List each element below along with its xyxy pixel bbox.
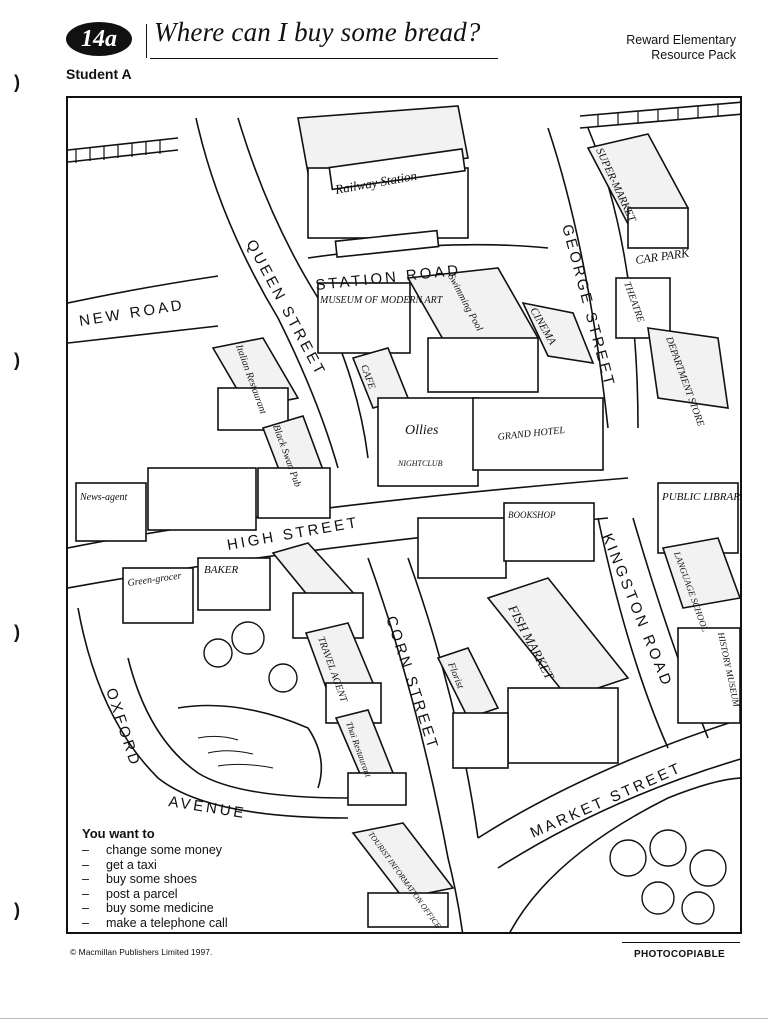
place-ollies: Ollies [405,423,439,438]
punch-hole-mark: ) [14,622,20,642]
place-newsagent: News-agent [79,492,127,503]
street-oxford: OXFORD [102,686,144,769]
worksheet-title: Where can I buy some bread? [154,17,481,47]
task-item: –make a telephone call [82,915,228,930]
place-public-library: PUBLIC LIBRARY [661,491,742,503]
task-list: You want to –change some money –get a ta… [82,826,322,931]
place-museum-modern-art: MUSEUM OF MODERN ART [319,295,444,306]
punch-hole-mark: ) [14,900,20,920]
punch-hole-mark: ) [14,72,20,92]
town-map-drawing: NEW ROAD QUEEN STREET STATION ROAD GEORG… [68,101,742,932]
map-buildings [75,105,740,928]
railway-track [68,101,740,163]
copyright-notice: © Macmillan Publishers Limited 1997. [70,947,213,957]
page-edge-line [0,1018,768,1019]
publisher-line-1: Reward Elementary [626,33,736,47]
street-new-road: NEW ROAD [78,296,186,329]
title-underline [150,58,498,59]
street-avenue: AVENUE [167,793,247,822]
title-divider [146,24,147,58]
task-item: –change some money [82,843,223,857]
place-bookshop: BOOKSHOP [508,510,556,520]
unit-badge: 14a [66,22,132,56]
worksheet-header: 14a Where can I buy some bread? Reward E… [0,0,768,96]
publisher-line-2: Resource Pack [651,48,736,62]
street-george: GEORGE STREET [558,223,618,390]
place-nightclub: NIGHTCLUB [397,459,443,468]
publisher-credit: Reward Elementary Resource Pack [626,33,736,63]
town-map: NEW ROAD QUEEN STREET STATION ROAD GEORG… [66,96,742,934]
park-trees [177,621,727,925]
task-item: –get a taxi [82,857,157,872]
task-item: –post a parcel [82,886,178,901]
place-baker: BAKER [204,564,238,576]
task-item: –buy some medicine [82,901,214,916]
punch-hole-mark: ) [14,350,20,370]
task-list-title: You want to [82,826,155,841]
street-market: MARKET STREET [528,759,685,841]
photocopiable-label: PHOTOCOPIABLE [634,949,725,960]
footer-divider [622,942,740,943]
student-label: Student A [66,66,132,82]
task-item: –buy some shoes [82,872,198,887]
